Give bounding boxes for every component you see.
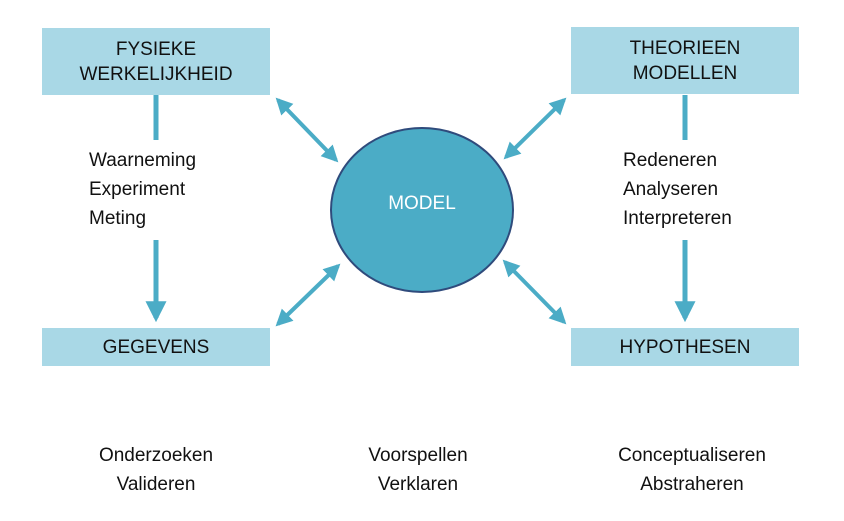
bottom-right-line: Abstraheren — [640, 474, 744, 495]
arrow-theorieen-model — [503, 97, 567, 160]
left-step: Experiment — [89, 179, 186, 200]
box-fysieke-line1: FYSIEKE — [115, 38, 197, 60]
bottom-left-line: Onderzoeken — [98, 445, 214, 466]
right-step: Analyseren — [623, 179, 719, 200]
right-step: Interpreteren — [623, 208, 732, 229]
arrow-hypothesen-model — [502, 259, 567, 325]
box-theorieen-modellen: THEORIEEN MODELLEN — [571, 27, 799, 94]
box-fysieke-line2: WERKELIJKHEID — [79, 63, 233, 85]
bottom-left-line: Valideren — [116, 474, 196, 495]
bottom-center-line: Verklaren — [377, 474, 459, 495]
box-hypothesen-label: HYPOTHESEN — [619, 336, 751, 358]
right-step: Redeneren — [623, 150, 718, 171]
arrow-fysieke-model — [275, 97, 339, 163]
bottom-right-text: Conceptualiseren Abstraheren — [582, 441, 802, 499]
box-fysieke-werkelijkheid: FYSIEKE WERKELIJKHEID — [42, 28, 270, 95]
box-hypothesen: HYPOTHESEN — [571, 328, 799, 366]
left-step: Waarneming — [89, 150, 197, 171]
bottom-left-text: Onderzoeken Valideren — [66, 441, 246, 499]
right-steps: Redeneren Analyseren Interpreteren — [623, 146, 732, 233]
left-steps: Waarneming Experiment Meting — [89, 146, 196, 233]
bottom-right-line: Conceptualiseren — [618, 445, 766, 466]
arrow-gegevens-model — [275, 263, 341, 327]
box-theorieen-line2: MODELLEN — [632, 62, 738, 84]
model-ellipse — [330, 127, 514, 293]
box-theorieen-line1: THEORIEEN — [629, 37, 741, 59]
model-label: MODEL — [388, 193, 456, 214]
bottom-center-line: Voorspellen — [368, 445, 468, 466]
left-step: Meting — [89, 208, 147, 229]
bottom-center-text: Voorspellen Verklaren — [328, 441, 508, 499]
box-gegevens-label: GEGEVENS — [102, 336, 210, 358]
box-gegevens: GEGEVENS — [42, 328, 270, 366]
